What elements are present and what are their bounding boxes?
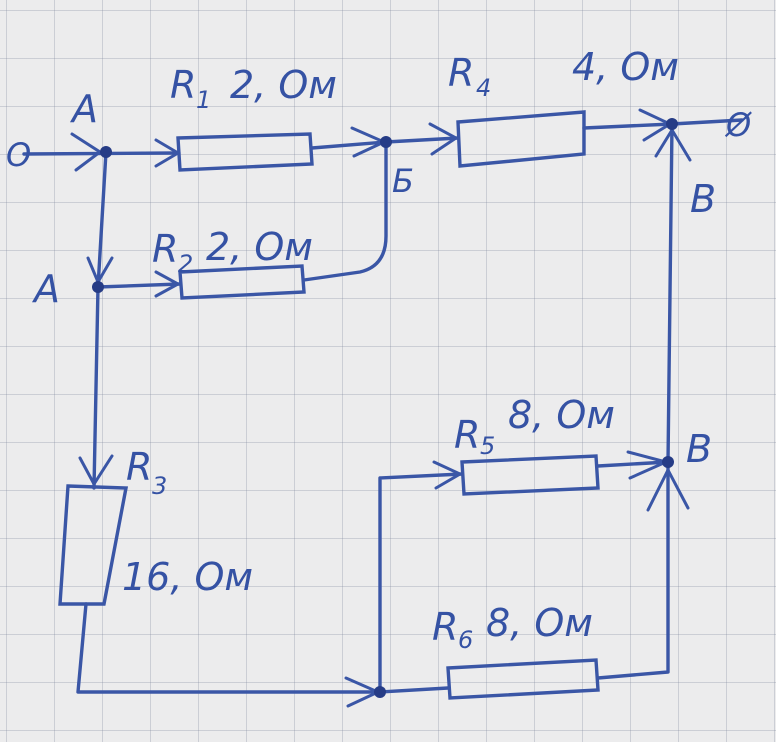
wire-r1-to-b bbox=[310, 140, 388, 150]
node-v-top-label: В bbox=[690, 177, 716, 221]
r1-sub: 1 bbox=[196, 86, 211, 114]
wire-r6-to-v bbox=[596, 460, 670, 680]
arrow-r2-in bbox=[154, 270, 182, 298]
r3-name: R bbox=[126, 445, 152, 489]
label-r4: R 4 4, Ом bbox=[448, 45, 679, 102]
resistor-r1 bbox=[176, 132, 314, 172]
r4-value: 4, Ом bbox=[572, 45, 679, 89]
r2-sub: 2 bbox=[178, 250, 193, 278]
r4-name: R bbox=[448, 51, 474, 95]
nodes bbox=[92, 118, 678, 698]
resistor-r2 bbox=[178, 264, 306, 300]
terminal-left-label: O bbox=[6, 136, 31, 174]
r5-value: 8, Ом bbox=[508, 393, 615, 437]
node-b-label: Б bbox=[392, 162, 414, 200]
arrow-r5-in bbox=[432, 460, 464, 490]
wire-g-to-r6 bbox=[378, 686, 450, 694]
node-g bbox=[374, 686, 386, 698]
wire-r4-to-v bbox=[582, 122, 674, 130]
r6-sub: 6 bbox=[458, 626, 473, 654]
r5-name: R bbox=[454, 413, 480, 457]
node-b bbox=[380, 136, 392, 148]
arrow-r3-in bbox=[78, 454, 114, 487]
wire-r5-to-v bbox=[596, 460, 670, 468]
wire-a-to-a bbox=[96, 150, 108, 289]
wire-b-to-r4 bbox=[384, 136, 460, 144]
node-a-mid bbox=[92, 281, 104, 293]
label-r2: R 2 2, Ом bbox=[152, 225, 313, 278]
label-r6: R 6 8, Ом bbox=[432, 601, 593, 654]
node-a-top bbox=[100, 146, 112, 158]
resistor-r3 bbox=[58, 484, 129, 606]
wire-a-to-r2 bbox=[96, 282, 182, 289]
terminal-right-label: Ø bbox=[724, 106, 752, 144]
resistor-r6 bbox=[446, 658, 600, 700]
node-v-mid bbox=[662, 456, 674, 468]
r3-sub: 3 bbox=[152, 472, 167, 500]
node-v-mid-label: В bbox=[686, 427, 712, 471]
wire-r2-to-b bbox=[302, 140, 388, 282]
r6-value: 8, Ом bbox=[486, 601, 593, 645]
resistor-r5 bbox=[460, 454, 600, 496]
r4-sub: 4 bbox=[476, 74, 491, 102]
label-r1: R 1 2, Ом bbox=[170, 63, 337, 114]
wire-v-to-v bbox=[666, 122, 674, 464]
r5-sub: 5 bbox=[480, 432, 495, 460]
r3-value: 16, Ом bbox=[122, 555, 253, 599]
wire-r3-to-g bbox=[76, 602, 382, 694]
wire-g-to-r5 bbox=[378, 472, 464, 694]
r2-value: 2, Ом bbox=[206, 225, 313, 269]
label-r5: R 5 8, Ом bbox=[454, 393, 615, 460]
node-v-top bbox=[666, 118, 678, 130]
resistors bbox=[58, 110, 600, 700]
r2-name: R bbox=[152, 227, 178, 271]
r1-name: R bbox=[170, 63, 196, 107]
resistor-r4 bbox=[456, 110, 586, 168]
node-a-mid-label: A bbox=[31, 267, 60, 311]
wire-a-to-r3 bbox=[92, 285, 100, 490]
label-r3: R 3 16, Ом bbox=[122, 445, 253, 599]
wires bbox=[22, 118, 744, 694]
wire-output bbox=[670, 118, 744, 126]
r6-name: R bbox=[432, 605, 458, 649]
arrow-r4-in bbox=[428, 122, 459, 156]
r1-value: 2, Ом bbox=[230, 63, 337, 107]
node-a-top-label: A bbox=[69, 87, 98, 131]
arrow-r1-in bbox=[154, 138, 181, 168]
arrow-v-mid-up bbox=[646, 466, 690, 512]
